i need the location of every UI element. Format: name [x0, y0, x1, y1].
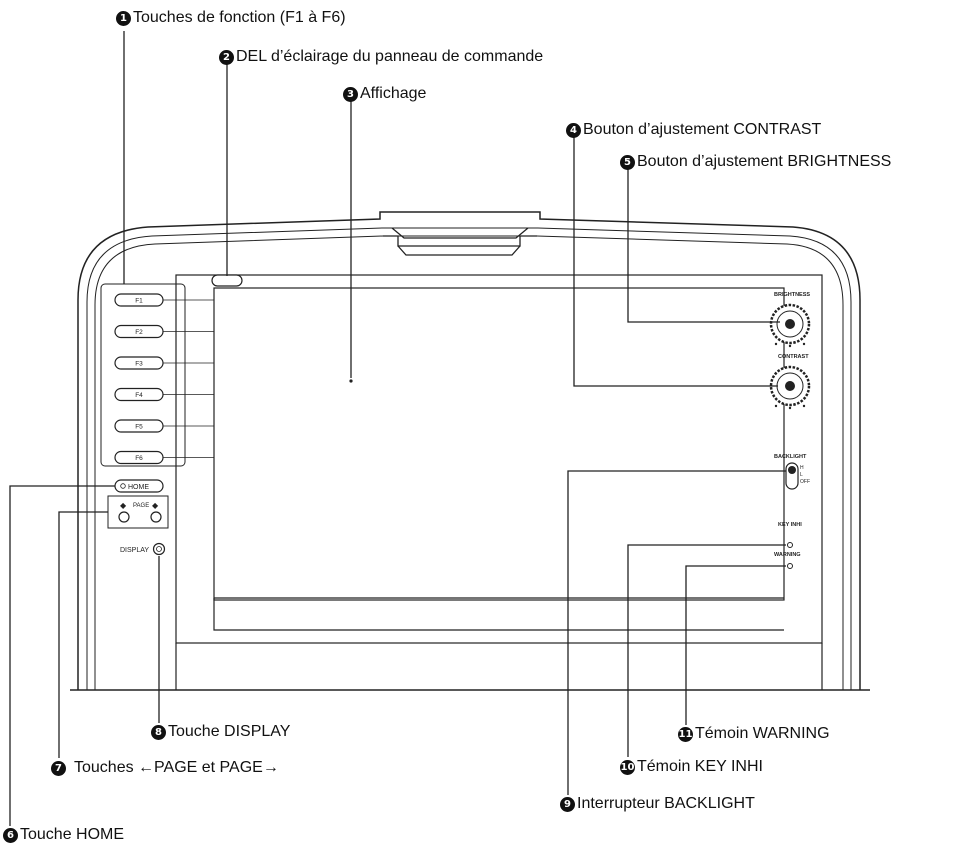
display-key — [152, 542, 166, 556]
display-key-label: DISPLAY — [120, 547, 149, 554]
callout-number-7: 7 — [51, 760, 66, 776]
callout-brightness: 5 Bouton d’ajustement BRIGHTNESS — [620, 153, 891, 171]
panel-led — [211, 274, 243, 287]
function-key-label: F5 — [135, 424, 143, 431]
callout-number-1: 1 — [116, 10, 131, 26]
callout-text-9: Interrupteur BACKLIGHT — [577, 795, 755, 812]
leader-5 — [627, 163, 780, 323]
callout-backlight: 9 Interrupteur BACKLIGHT — [560, 795, 755, 813]
display-key-center — [156, 546, 162, 552]
callout-key-inhi: 10 Témoin KEY INHI — [620, 758, 763, 776]
leader-6 — [9, 485, 115, 826]
callout-number-9: 9 — [560, 796, 575, 812]
callout-contrast: 4 Bouton d’ajustement CONTRAST — [566, 121, 821, 139]
callout-number-8: 8 — [151, 724, 166, 740]
callout-text-5: Bouton d’ajustement BRIGHTNESS — [637, 153, 892, 170]
callout-home: 6 Touche HOME — [3, 826, 124, 844]
page-left-arrow-icon: ◆ — [120, 501, 127, 510]
leader-7 — [58, 511, 108, 758]
page-key-group — [107, 495, 169, 529]
brightness-knob — [769, 303, 811, 348]
home-indicator — [120, 483, 126, 489]
leader-10 — [627, 544, 786, 757]
callout-text-2: DEL d’éclairage du panneau de commande — [236, 48, 544, 65]
backlight-label: BACKLIGHT — [774, 454, 807, 460]
function-key-label: F4 — [135, 392, 143, 399]
display-center-dot — [349, 379, 353, 383]
backlight-pos-off: OFF — [800, 479, 810, 485]
callout-text-7: Touches ←PAGE et PAGE→ — [74, 759, 279, 776]
page-key-label: PAGE — [133, 503, 149, 509]
callout-panel-led: 2 DEL d’éclairage du panneau de commande — [219, 48, 543, 66]
warning-led — [787, 563, 793, 569]
page-left-button — [118, 511, 130, 523]
contrast-knob — [769, 365, 811, 410]
callout-number-4: 4 — [566, 122, 581, 138]
leader-lines — [9, 31, 786, 826]
leader-4 — [573, 131, 778, 387]
callout-number-2: 2 — [219, 49, 234, 65]
callout-page-keys: 7 Touches ←PAGE et PAGE→ — [51, 759, 279, 777]
callout-function-keys: 1 Touches de fonction (F1 à F6) — [116, 9, 346, 27]
callout-display: 3 Affichage — [343, 85, 426, 103]
callout-number-10: 10 — [620, 759, 635, 775]
contrast-label: CONTRAST — [778, 354, 809, 360]
callout-number-3: 3 — [343, 86, 358, 102]
callout-text-3: Affichage — [360, 85, 427, 102]
panel-frame — [175, 274, 823, 690]
backlight-pos-l: L — [800, 472, 803, 478]
callout-number-6: 6 — [3, 827, 18, 843]
home-key-label: HOME — [128, 484, 149, 491]
callout-text-1: Touches de fonction (F1 à F6) — [133, 9, 346, 26]
key-inhi-led — [787, 542, 793, 548]
page-right-button — [150, 511, 162, 523]
callout-text-4: Bouton d’ajustement CONTRAST — [583, 121, 822, 138]
function-key-label: F2 — [135, 329, 143, 336]
device-housing — [70, 211, 870, 691]
backlight-pos-h: H — [800, 465, 804, 471]
callout-text-10: Témoin KEY INHI — [637, 758, 763, 775]
brightness-label: BRIGHTNESS — [774, 292, 810, 298]
callout-warning: 11 Témoin WARNING — [678, 725, 830, 743]
top-handle — [383, 227, 537, 256]
backlight-switch-knob — [788, 466, 796, 474]
callout-text-11: Témoin WARNING — [695, 725, 830, 742]
function-key-label: F1 — [135, 298, 143, 305]
leader-11 — [685, 565, 786, 725]
callout-display-key: 8 Touche DISPLAY — [151, 723, 290, 741]
function-key-label: F6 — [135, 455, 143, 462]
callout-text-6: Touche HOME — [20, 826, 125, 843]
callout-text-8: Touche DISPLAY — [168, 723, 291, 740]
display-screen — [213, 287, 785, 601]
leader-9 — [567, 470, 786, 795]
warning-label: WARNING — [774, 552, 801, 558]
function-key-label: F3 — [135, 361, 143, 368]
key-inhi-label: KEY INHI — [778, 522, 802, 528]
page-right-arrow-icon: ◆ — [152, 501, 159, 510]
function-key-group — [100, 283, 186, 467]
callout-number-5: 5 — [620, 154, 635, 170]
callout-number-11: 11 — [678, 726, 693, 742]
